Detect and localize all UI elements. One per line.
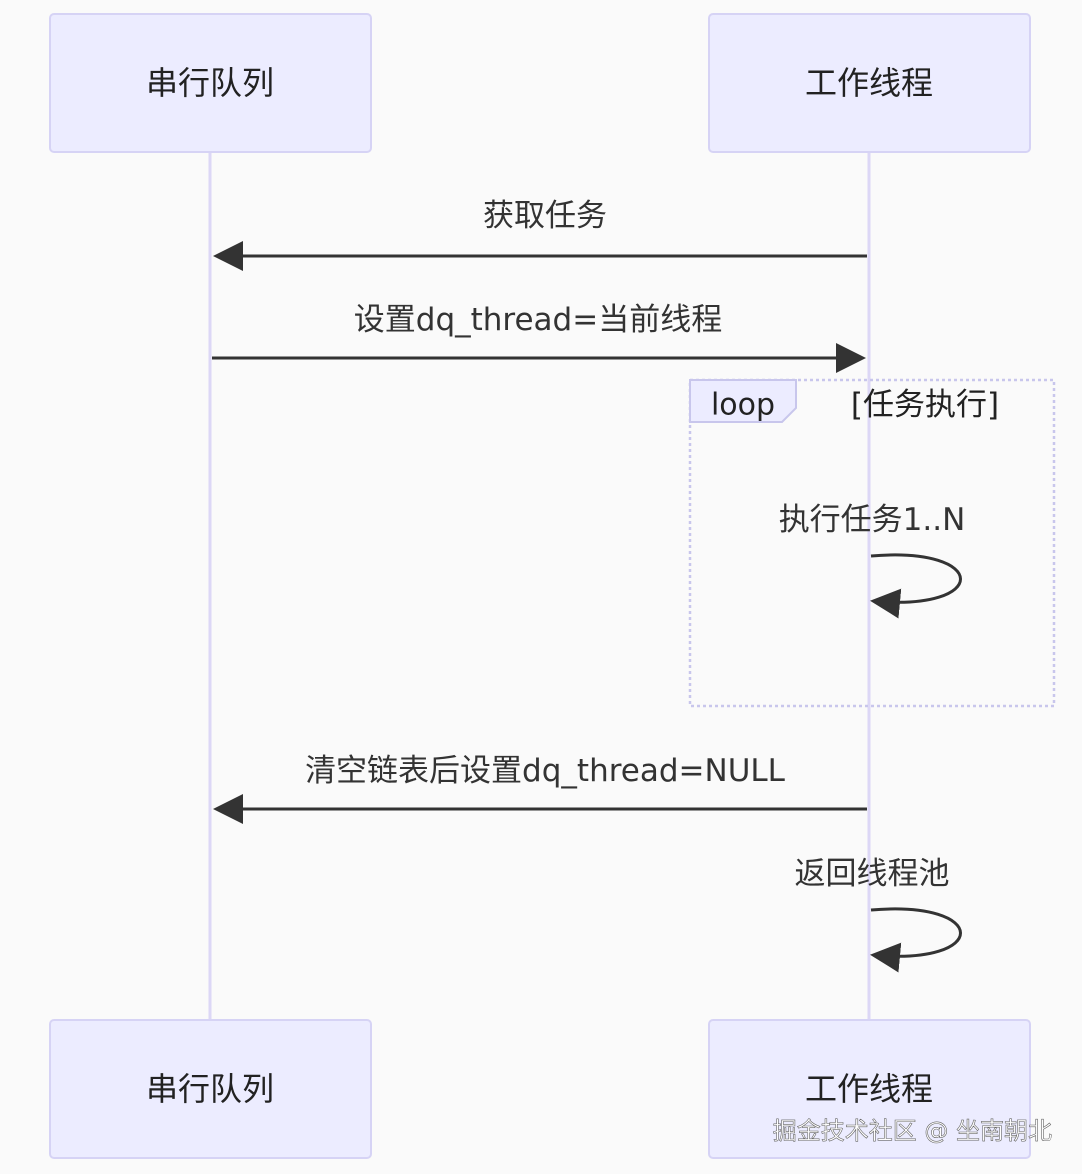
watermark-text: 掘金技术社区 @ 坐南朝北 bbox=[773, 1117, 1052, 1145]
loop-condition: [任务执行] bbox=[851, 387, 999, 423]
loop-tab bbox=[689, 379, 797, 423]
actor-label: 工作线程 bbox=[805, 64, 933, 102]
loop-frame: loop [任务执行] bbox=[688, 378, 1056, 708]
message-label: 执行任务1..N bbox=[779, 502, 966, 538]
actor-queue-top: 串行队列 bbox=[49, 13, 372, 153]
actor-label: 工作线程 bbox=[805, 1070, 933, 1108]
message-label: 获取任务 bbox=[483, 198, 607, 234]
message-label: 返回线程池 bbox=[795, 856, 950, 892]
loop-box bbox=[688, 378, 1056, 708]
actor-worker-top: 工作线程 bbox=[708, 13, 1031, 153]
actor-box bbox=[49, 1019, 372, 1159]
self-loop-arrow bbox=[870, 553, 962, 619]
actor-worker-bottom: 工作线程 bbox=[708, 1019, 1031, 1159]
loop-label: loop bbox=[711, 388, 775, 423]
self-loop-arrow bbox=[870, 907, 962, 973]
actor-box bbox=[708, 1019, 1031, 1159]
message-set-thread: 设置dq_thread=当前线程 bbox=[212, 302, 866, 373]
message-clear-list: 清空链表后设置dq_thread=NULL bbox=[213, 753, 867, 824]
message-label: 清空链表后设置dq_thread=NULL bbox=[305, 753, 786, 789]
message-execute-tasks: 执行任务1..N bbox=[779, 502, 966, 619]
actor-box bbox=[49, 13, 372, 153]
actor-label: 串行队列 bbox=[146, 64, 274, 102]
actor-label: 串行队列 bbox=[146, 1070, 274, 1108]
actor-queue-bottom: 串行队列 bbox=[49, 1019, 372, 1159]
message-return-pool: 返回线程池 bbox=[795, 856, 962, 973]
message-label: 设置dq_thread=当前线程 bbox=[354, 302, 722, 338]
message-get-task: 获取任务 bbox=[213, 198, 867, 271]
actor-box bbox=[708, 13, 1031, 153]
